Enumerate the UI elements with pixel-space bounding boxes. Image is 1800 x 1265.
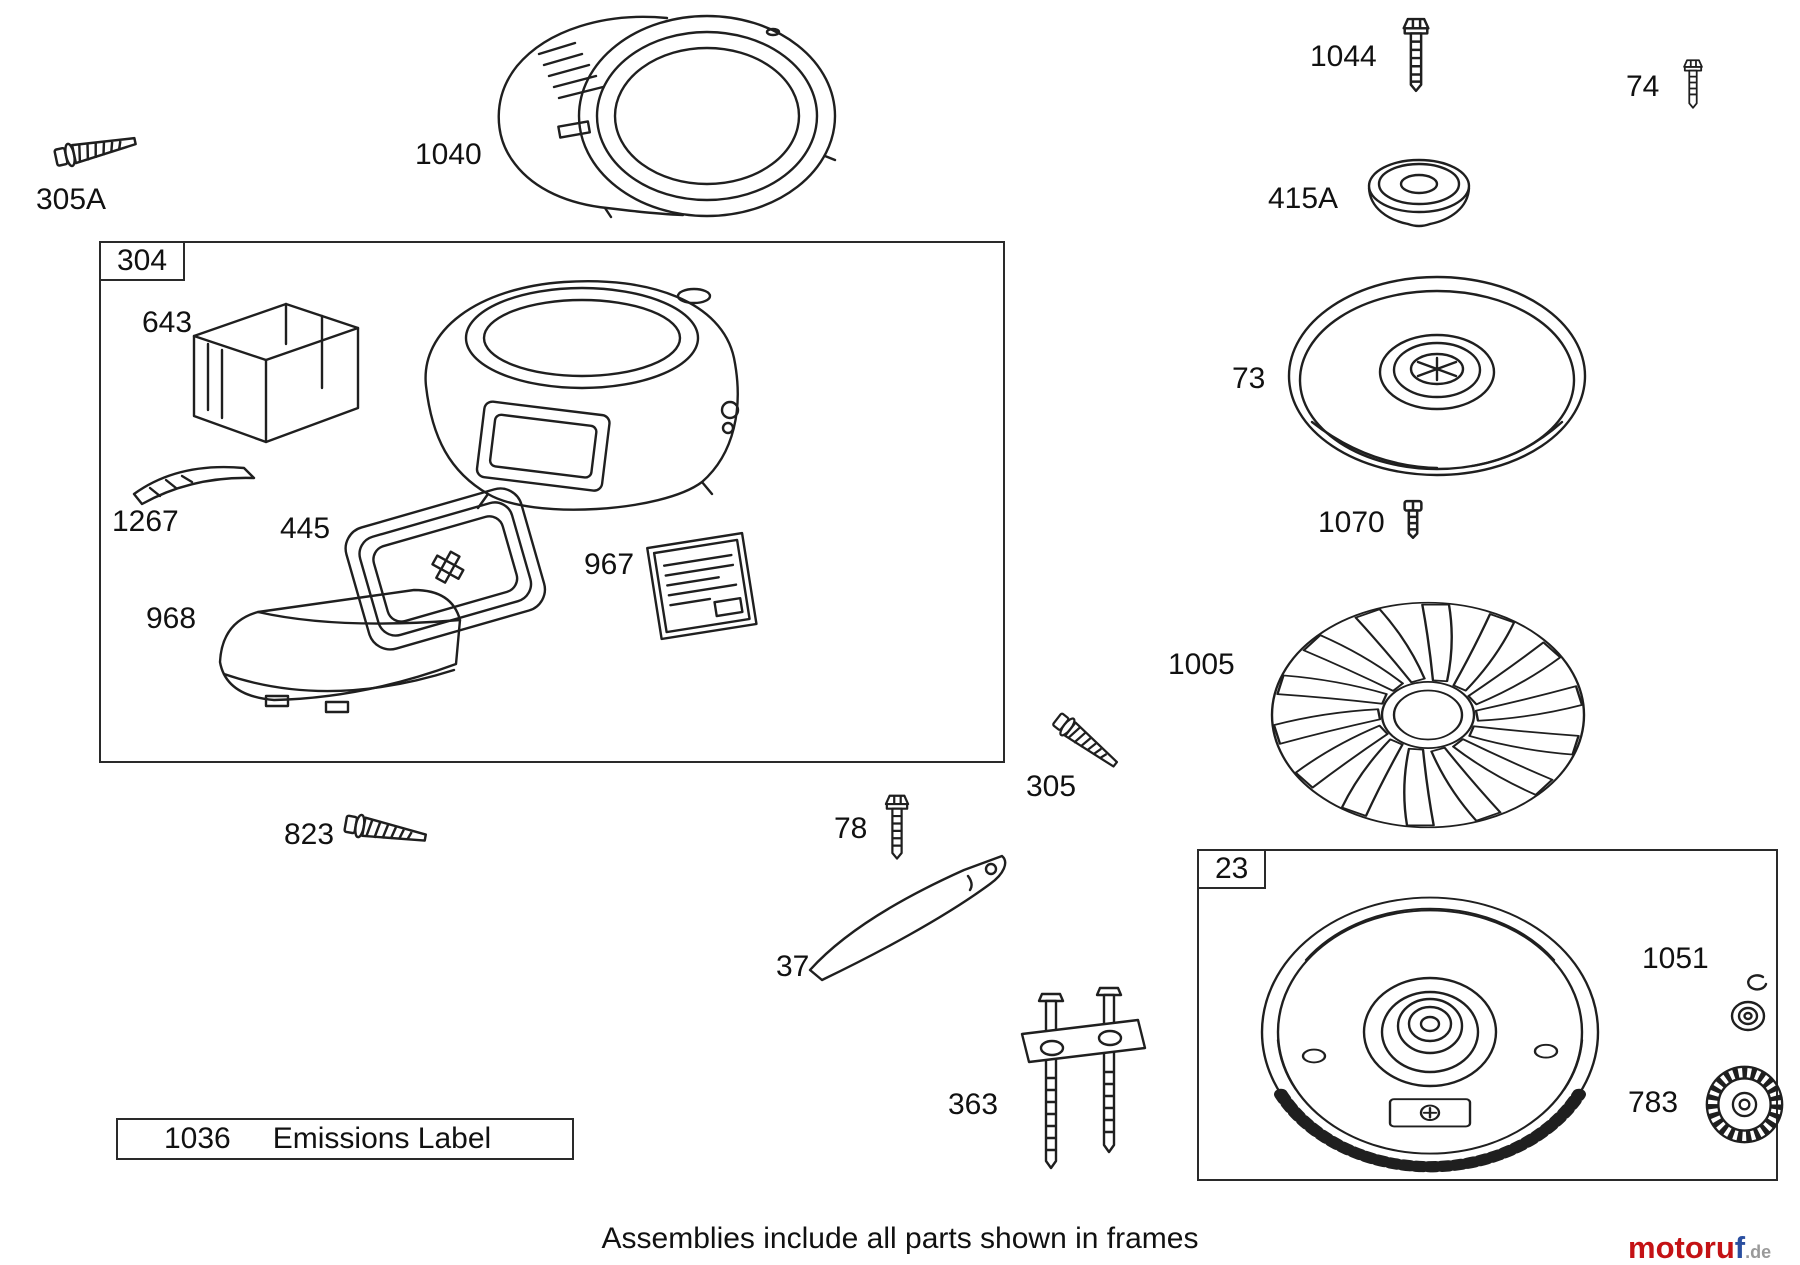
emissions-part-number: 1036 xyxy=(164,1122,231,1155)
frame-304-tag: 304 xyxy=(99,241,186,281)
part-label-73: 73 xyxy=(1232,362,1266,395)
part-label-1005: 1005 xyxy=(1168,648,1235,681)
part-drawing-415A-cup xyxy=(1360,156,1478,232)
motoruf-logo-word: motoru xyxy=(1628,1230,1735,1265)
part-drawing-968-cover xyxy=(208,580,478,730)
part-label-783: 783 xyxy=(1628,1086,1679,1119)
part-label-1070: 1070 xyxy=(1318,506,1385,539)
part-drawing-1044-bolt xyxy=(1398,16,1434,96)
part-drawing-305A-screw xyxy=(48,117,148,181)
assembly-frame-23: 23 xyxy=(1197,849,1778,1181)
motoruf-logo: motoruf.de xyxy=(1628,1230,1771,1265)
part-label-78: 78 xyxy=(834,812,868,845)
part-drawing-1040-blower-cover xyxy=(455,6,845,226)
part-label-415A: 415A xyxy=(1268,182,1339,215)
emissions-label-box: 1036 Emissions Label xyxy=(116,1118,574,1160)
part-label-445: 445 xyxy=(280,512,331,545)
part-drawing-967-label xyxy=(638,528,766,646)
part-drawing-783-gear xyxy=(1702,1062,1787,1147)
part-drawing-73-cover xyxy=(1282,272,1592,492)
part-drawing-823-screw xyxy=(339,800,438,861)
motoruf-logo-letter: f xyxy=(1734,1230,1746,1265)
part-label-305: 305 xyxy=(1026,770,1077,803)
assembly-frame-304: 304 xyxy=(99,241,1005,763)
part-drawing-1267-bracket xyxy=(126,452,281,514)
part-label-1040: 1040 xyxy=(415,138,482,171)
part-drawing-blower-housing xyxy=(392,258,777,520)
part-drawing-1005-fan xyxy=(1258,590,1598,840)
part-drawing-flywheel xyxy=(1232,894,1632,1174)
emissions-label-text: Emissions Label xyxy=(272,1122,492,1155)
part-drawing-363-bracket xyxy=(1006,982,1156,1187)
part-label-967: 967 xyxy=(584,548,635,581)
part-label-37: 37 xyxy=(776,950,810,983)
part-label-74: 74 xyxy=(1626,70,1660,103)
part-drawing-78-bolt xyxy=(880,793,914,865)
part-drawing-37-shield xyxy=(798,842,1023,997)
part-label-363: 363 xyxy=(948,1088,999,1121)
part-drawing-643-base xyxy=(182,292,372,452)
part-drawing-1070-screw xyxy=(1400,498,1426,544)
footer-note: Assemblies include all parts shown in fr… xyxy=(601,1222,1199,1255)
motoruf-logo-tld: .de xyxy=(1745,1242,1772,1262)
part-label-643: 643 xyxy=(142,306,193,339)
frame-23-tag: 23 xyxy=(1197,849,1267,889)
part-label-1267: 1267 xyxy=(112,505,179,538)
part-label-1051: 1051 xyxy=(1642,942,1709,975)
part-drawing-1051-washer xyxy=(1722,972,1780,1036)
part-label-305A: 305A xyxy=(36,183,107,216)
part-drawing-74-bolt xyxy=(1680,58,1706,116)
part-label-968: 968 xyxy=(146,602,197,635)
part-label-1044: 1044 xyxy=(1310,40,1377,73)
part-label-823: 823 xyxy=(284,818,335,851)
part-drawing-305-screw xyxy=(1042,701,1134,786)
